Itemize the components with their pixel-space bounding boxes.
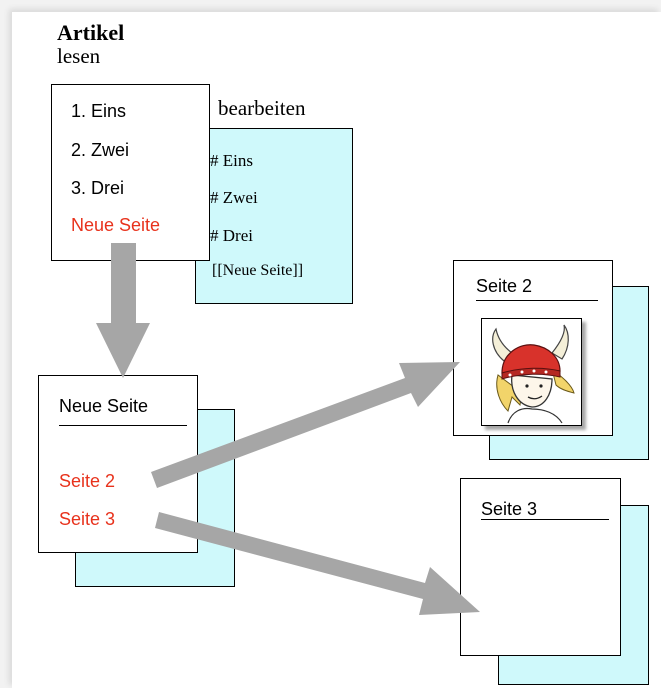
read-list-item: 1. Eins — [71, 101, 127, 121]
page2-card: Seite 2 — [453, 260, 613, 436]
viking-helmet-image — [481, 318, 582, 426]
edit-line: # Zwei — [210, 188, 258, 207]
edit-line: # Drei — [210, 226, 253, 245]
edit-panel: # Eins # Zwei # Drei [[Neue Seite]] — [195, 128, 353, 304]
new-page-title: Neue Seite — [59, 396, 149, 416]
new-page-link[interactable]: Neue Seite — [71, 215, 161, 235]
title-underline — [481, 519, 609, 520]
page3-card: Seite 3 — [460, 478, 621, 656]
title-underline — [476, 300, 598, 301]
viking-cartoon-icon — [492, 324, 575, 424]
arrow-new-page-to-seite-3 — [155, 512, 480, 615]
edit-line: # Eins — [210, 151, 253, 170]
page-link-seite-3[interactable]: Seite 3 — [59, 509, 116, 529]
edit-label: bearbeiten — [218, 96, 306, 120]
article-title: Artikel — [57, 20, 125, 45]
page2-title: Seite 2 — [476, 276, 533, 296]
read-panel: 1. Eins 2. Zwei 3. Drei Neue Seite — [51, 84, 210, 261]
read-list-item: 3. Drei — [71, 178, 125, 198]
edit-line: [[Neue Seite]] — [212, 262, 304, 279]
read-list-item: 2. Zwei — [71, 140, 130, 160]
read-label: lesen — [57, 44, 101, 68]
arrow-read-to-new-page — [96, 243, 150, 378]
page3-title: Seite 3 — [481, 499, 538, 519]
arrow-new-page-to-seite-2 — [151, 362, 460, 488]
title-underline — [59, 425, 187, 426]
page-link-seite-2[interactable]: Seite 2 — [59, 471, 116, 491]
